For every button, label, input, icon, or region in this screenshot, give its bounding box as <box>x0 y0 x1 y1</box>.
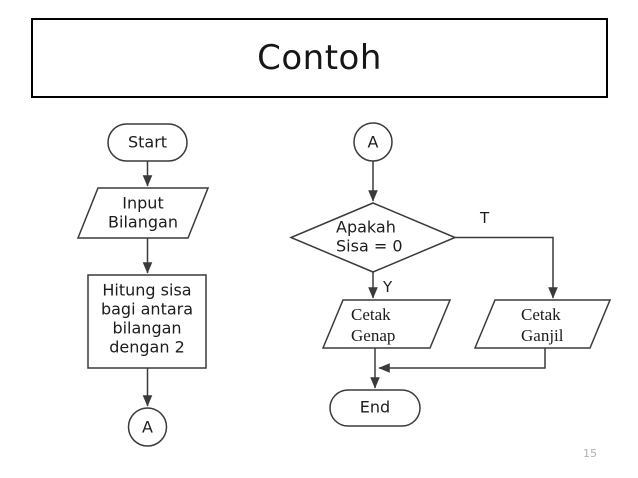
node-hitung-sisa <box>87 274 207 369</box>
node-cetak-ganjil <box>473 299 612 349</box>
node-connector-a-out <box>127 407 168 447</box>
node-end <box>329 389 421 427</box>
page-number: 15 <box>583 447 597 460</box>
edge-cetak-ganjil-to-merge <box>378 348 546 373</box>
edge-decision-no-to-cetak-ganjil <box>455 236 558 299</box>
node-start <box>107 123 188 162</box>
node-input-bilangan <box>76 187 210 239</box>
node-decision-apakah-sisa <box>289 202 457 273</box>
title-banner: Contoh <box>31 18 608 98</box>
node-cetak-genap <box>321 299 452 349</box>
page-title: Contoh <box>257 38 382 78</box>
node-connector-a-in <box>353 122 393 162</box>
